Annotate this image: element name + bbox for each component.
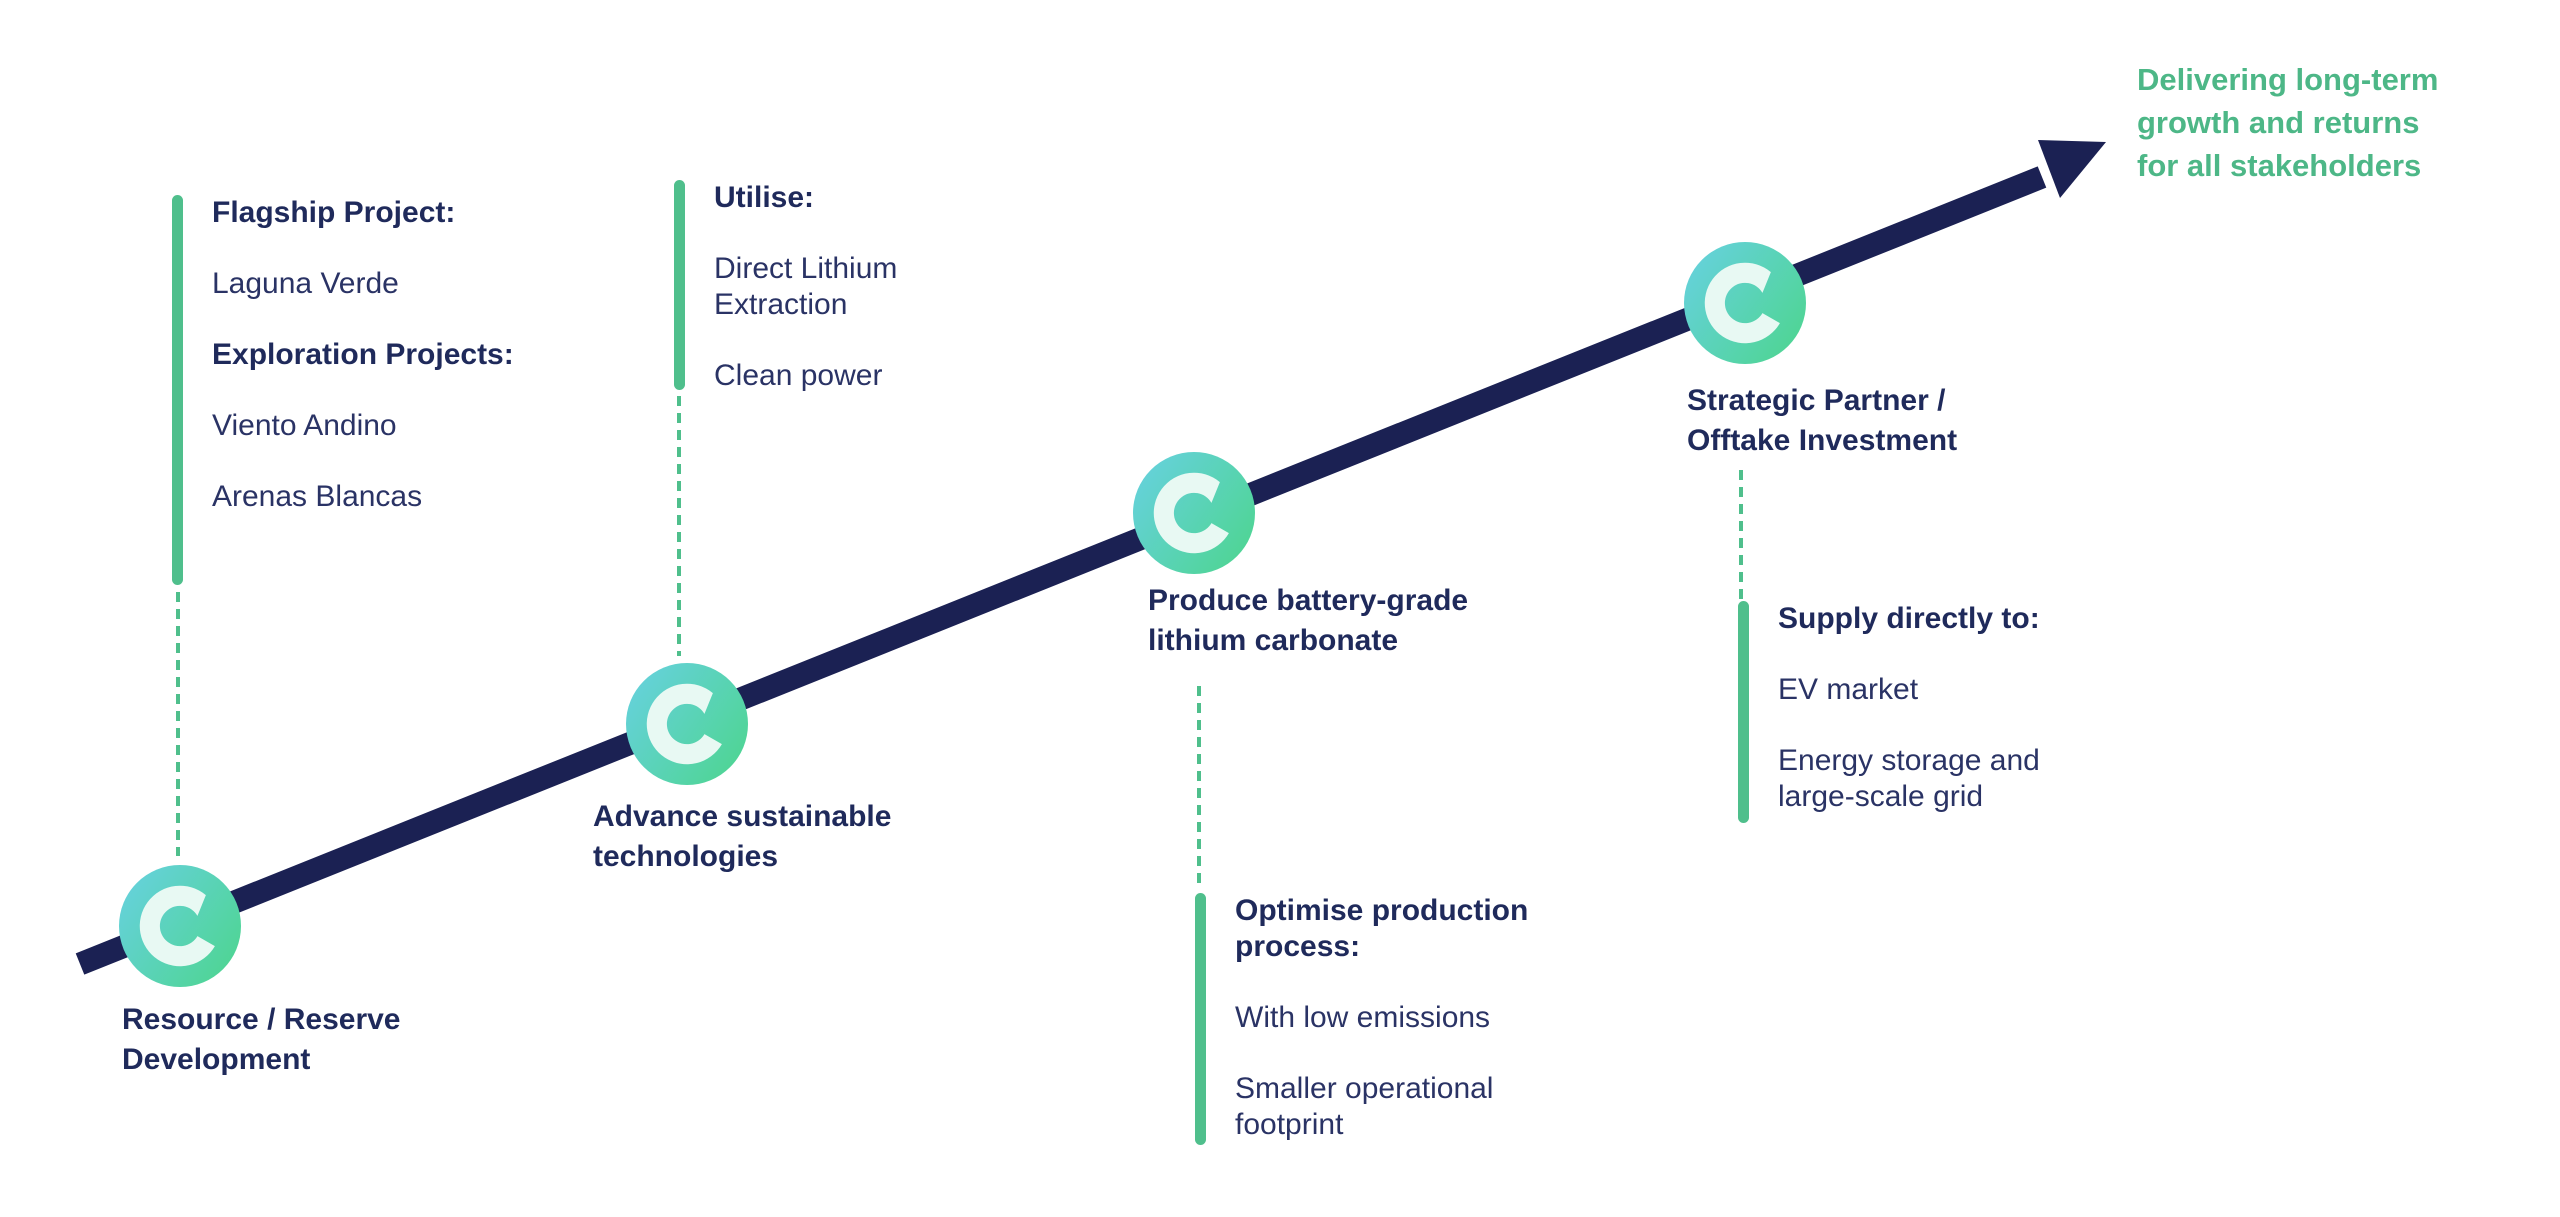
annotation-item: Flagship Project: [212, 196, 456, 229]
accent-bar [1738, 601, 1749, 823]
annotation-flagship-projects: Flagship Project: Laguna Verde Explorati… [172, 195, 572, 585]
accent-bar [1195, 893, 1206, 1145]
annotation-item: Smaller operational footprint [1235, 1072, 1494, 1141]
milestone-node-2 [626, 663, 748, 785]
company-c-logo-icon [1684, 242, 1806, 364]
annotation-item: Energy storage and large-scale grid [1778, 744, 2040, 813]
annotation-item: Arenas Blancas [212, 480, 423, 513]
annotation-item: Clean power [714, 359, 883, 392]
milestone-label-2: Advance sustainable technologies [593, 800, 892, 873]
annotation-item: Supply directly to: [1778, 602, 2040, 635]
milestone-node-1 [119, 865, 241, 987]
annotation-optimise-production: Optimise production process: With low em… [1195, 893, 1595, 1178]
accent-bar [674, 180, 685, 390]
milestone-label-4: Strategic Partner / Offtake Investment [1687, 384, 1958, 457]
annotation-item: Exploration Projects: [212, 338, 514, 371]
milestone-node-3 [1133, 452, 1255, 574]
company-c-logo-icon [626, 663, 748, 785]
headline-text: Delivering long-term growth and returns … [2137, 62, 2439, 183]
annotation-item: Utilise: [714, 181, 815, 214]
annotation-item: Viento Andino [212, 409, 397, 442]
annotation-item: Direct Lithium Extraction [714, 252, 898, 321]
company-c-logo-icon [1133, 452, 1255, 574]
milestone-label-3: Produce battery-grade lithium carbonate [1148, 584, 1469, 657]
annotation-supply-directly: Supply directly to: EV market Energy sto… [1738, 601, 2098, 850]
milestone-label-1: Resource / Reserve Development [122, 1003, 401, 1076]
milestone-node-4 [1684, 242, 1806, 364]
growth-arrow-head-icon [2038, 140, 2106, 198]
company-c-logo-icon [119, 865, 241, 987]
annotation-item: EV market [1778, 673, 1919, 706]
annotation-item: Optimise production process: [1235, 894, 1529, 963]
annotation-utilise: Utilise: Direct Lithium Extraction Clean… [674, 180, 974, 429]
annotation-item: With low emissions [1235, 1001, 1491, 1034]
accent-bar [172, 195, 183, 585]
annotation-item: Laguna Verde [212, 267, 399, 300]
